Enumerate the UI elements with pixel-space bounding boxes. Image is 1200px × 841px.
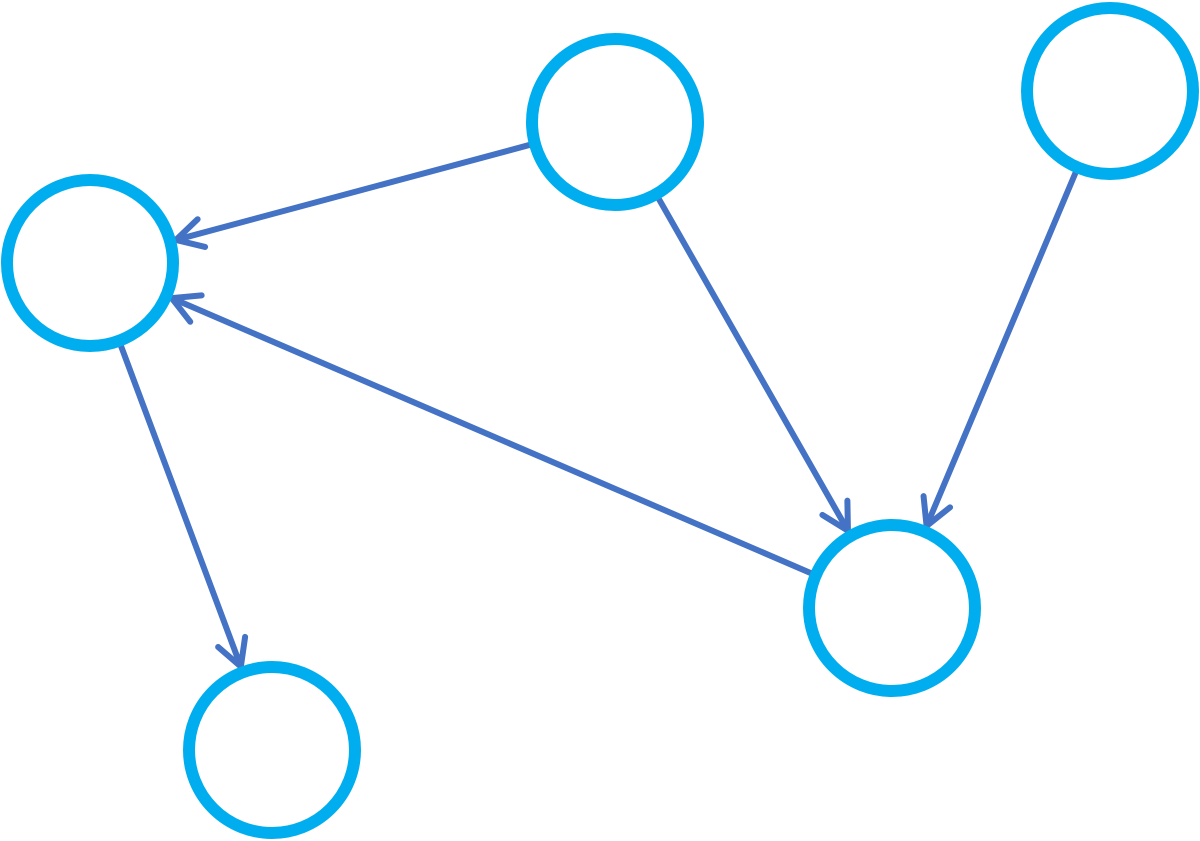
edges-layer (118, 142, 1079, 670)
arrowhead-icon (819, 497, 851, 534)
edge-line (118, 343, 244, 670)
graph-node-n4 (183, 661, 361, 839)
graph-node-n3 (1021, 2, 1199, 180)
edge-n5-to-n1 (168, 292, 814, 576)
node-circle (1021, 2, 1199, 180)
node-circle (803, 519, 981, 697)
graph-node-n2 (526, 33, 704, 211)
graph-node-n5 (803, 519, 981, 697)
node-circle (526, 33, 704, 211)
edge-n3-to-n5 (920, 170, 1079, 529)
edge-n2-to-n5 (656, 196, 851, 534)
edge-n1-to-n4 (118, 343, 249, 670)
node-circle (183, 661, 361, 839)
graph-node-n1 (1, 174, 179, 352)
node-circle (1, 174, 179, 352)
edge-line (923, 170, 1079, 529)
edge-line (172, 142, 533, 243)
edge-line (168, 295, 814, 576)
arrowhead-icon (168, 292, 205, 325)
edge-n2-to-n1 (172, 142, 533, 250)
edge-line (656, 196, 851, 534)
